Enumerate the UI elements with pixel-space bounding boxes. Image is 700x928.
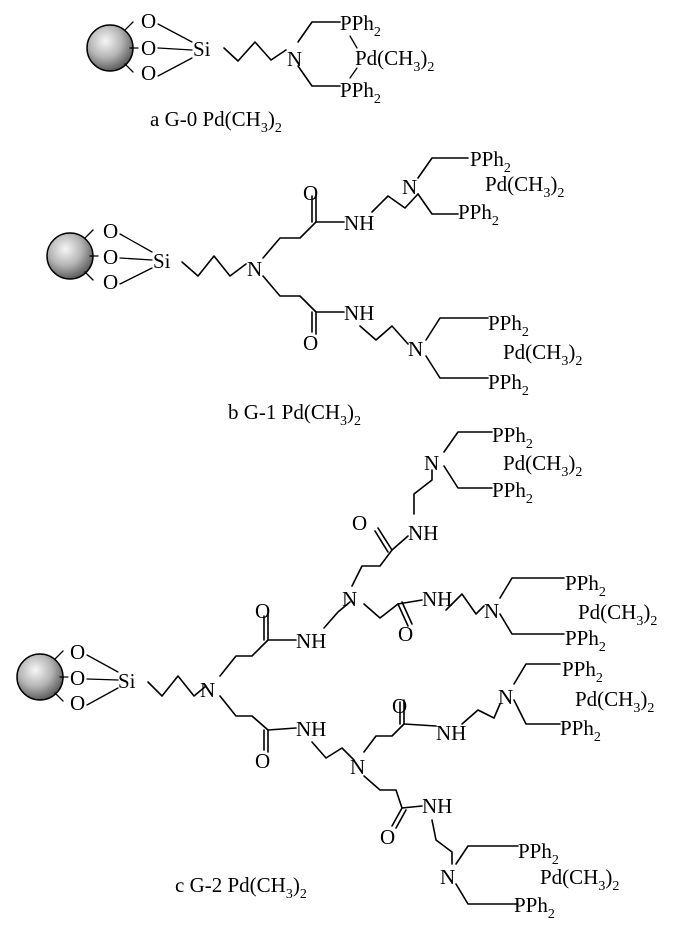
caption-c: c G-2 Pd(CH3)2 [175,873,307,902]
amide-nh-c5: NH [436,721,466,745]
phosphine-b1-top: PPh2 [470,147,511,176]
caption-a: a G-0 Pd(CH3)2 [150,107,282,136]
nitrogen-c-bottom: N [440,865,455,889]
palladium-c3: Pd(CH3)2 [575,687,654,716]
silicon-c: Si [118,669,136,693]
phosphine-c4-bottom: PPh2 [514,893,555,922]
phosphine-c4-top: PPh2 [518,839,559,868]
oxygen-c2: O [70,666,85,690]
nitrogen-a: N [287,47,302,71]
phosphine-c1-top: PPh2 [492,423,533,452]
amide-nh-c2: NH [408,521,438,545]
silicon-a: Si [193,37,211,61]
amide-nh-b1: NH [344,211,374,235]
oxygen-b3: O [103,270,118,294]
palladium-c4: Pd(CH3)2 [540,865,619,894]
amide-nh-c4: NH [296,717,326,741]
carbonyl-oxygen-c3: O [398,622,413,646]
phosphine-a-top: PPh2 [340,11,381,40]
carbonyl-oxygen-b2: O [303,331,318,355]
palladium-b1: Pd(CH3)2 [485,172,564,201]
carbonyl-oxygen-c5: O [392,694,407,718]
palladium-b2: Pd(CH3)2 [503,340,582,369]
palladium-c2: Pd(CH3)2 [578,600,657,629]
phosphine-c2-top: PPh2 [565,571,606,600]
nitrogen-c-lower-right: N [498,685,513,709]
phosphine-b1-bottom: PPh2 [458,200,499,229]
nitrogen-c-right: N [484,599,499,623]
phosphine-c3-bottom: PPh2 [560,716,601,745]
oxygen-b1: O [103,219,118,243]
carbonyl-oxygen-b1: O [303,181,318,205]
palladium-c1: Pd(CH3)2 [503,451,582,480]
silica-sphere-c [16,653,64,701]
amide-nh-c1: NH [296,629,326,653]
nitrogen-b-upper: N [402,175,417,199]
oxygen-b2: O [103,245,118,269]
silica-sphere-b [46,232,94,280]
oxygen-a2: O [141,36,156,60]
carbonyl-oxygen-c4: O [255,749,270,773]
nitrogen-b-core: N [247,257,262,281]
silica-sphere-a [86,24,134,72]
carbonyl-oxygen-c6: O [380,825,395,849]
nitrogen-c-top: N [424,451,439,475]
oxygen-a1: O [141,9,156,33]
structure-a-g0: O O O Si N PPh2 Pd(CH3)2 PPh2 a G-0 Pd(C… [86,9,434,136]
phosphine-c2-bottom: PPh2 [565,626,606,655]
phosphine-a-bottom: PPh2 [340,78,381,107]
phosphine-b2-bottom: PPh2 [488,370,529,399]
nitrogen-c-lower: N [350,755,365,779]
carbonyl-oxygen-c2: O [352,511,367,535]
nitrogen-b-lower: N [408,337,423,361]
oxygen-c1: O [70,640,85,664]
phosphine-b2-top: PPh2 [488,311,529,340]
amide-nh-c6: NH [422,794,452,818]
amide-nh-b2: NH [344,301,374,325]
phosphine-c3-top: PPh2 [562,657,603,686]
amide-nh-c3: NH [422,587,452,611]
phosphine-c1-bottom: PPh2 [492,478,533,507]
structure-c-g2: O O O Si N O NH N O NH N PPh2 Pd(CH3)2 P… [16,423,657,922]
oxygen-c3: O [70,691,85,715]
nitrogen-c-upper: N [342,587,357,611]
nitrogen-c-core: N [200,678,215,702]
caption-b: b G-1 Pd(CH3)2 [228,400,361,429]
structure-b-g1: O O O Si N O NH N PPh2 Pd(CH3)2 PPh2 O N… [46,147,582,429]
palladium-a: Pd(CH3)2 [355,46,434,75]
carbonyl-oxygen-c1: O [255,599,270,623]
silicon-b: Si [153,249,171,273]
oxygen-a3: O [141,61,156,85]
